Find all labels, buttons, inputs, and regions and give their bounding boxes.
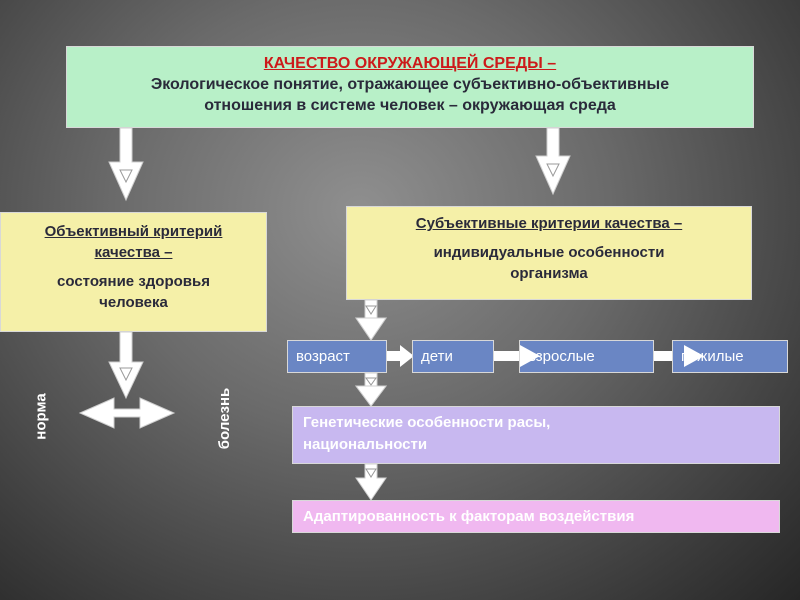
health-axis-double-arrow bbox=[78, 397, 176, 429]
genetic-features-box: Генетические особенности расы, националь… bbox=[292, 406, 780, 464]
title-box: КАЧЕСТВО ОКРУЖАЮЩЕЙ СРЕДЫ – Экологическо… bbox=[66, 46, 754, 128]
subjective-sub-line2: организма bbox=[510, 265, 588, 282]
health-disease-label: болезнь bbox=[216, 387, 234, 450]
age-item-adults: взрослые bbox=[519, 340, 654, 373]
arrow-age-to-children bbox=[386, 345, 414, 367]
age-item-elderly: пожилые bbox=[672, 340, 788, 373]
arrow-inner-mark bbox=[546, 163, 560, 178]
arrow-inner-mark bbox=[119, 169, 133, 184]
genetic-line1: Генетические особенности расы, bbox=[303, 414, 551, 431]
adaptation-box: Адаптированность к факторам воздействия bbox=[292, 500, 780, 533]
arrow-title-to-subjective bbox=[535, 127, 571, 196]
subjective-criteria-box: Субъективные критерии качества – индивид… bbox=[346, 206, 752, 300]
arrow-inner-mark bbox=[365, 377, 377, 386]
objective-criterion-box: Объективный критерий качества – состояни… bbox=[0, 212, 267, 332]
objective-sub-line1: состояние здоровья bbox=[57, 273, 210, 290]
genetic-line2: национальности bbox=[303, 436, 428, 453]
arrow-title-to-objective bbox=[108, 127, 144, 202]
arrow-inner-mark bbox=[119, 367, 133, 382]
age-item-age: возраст bbox=[287, 340, 387, 373]
arrow-inner-mark bbox=[365, 468, 377, 478]
subjective-criterion: Субъективные критерии качества – bbox=[415, 215, 683, 232]
health-norm-label: норма bbox=[32, 393, 50, 440]
arrow-genetic-to-adaptation bbox=[355, 463, 387, 501]
age-item-children: дети bbox=[412, 340, 494, 373]
objective-criterion-line2: качества – bbox=[94, 244, 173, 261]
title-desc-line2: отношения в системе человек – окружающая… bbox=[204, 97, 616, 114]
title-main: КАЧЕСТВО ОКРУЖАЮЩЕЙ СРЕДЫ – bbox=[263, 55, 557, 72]
arrow-objective-to-health bbox=[108, 331, 144, 400]
arrow-inner-mark bbox=[365, 305, 377, 315]
objective-criterion-line1: Объективный критерий bbox=[44, 223, 223, 240]
subjective-sub-line1: индивидуальные особенности bbox=[433, 244, 665, 261]
objective-sub-line2: человека bbox=[99, 294, 168, 311]
title-desc-line1: Экологическое понятие, отражающее субъек… bbox=[150, 76, 670, 93]
